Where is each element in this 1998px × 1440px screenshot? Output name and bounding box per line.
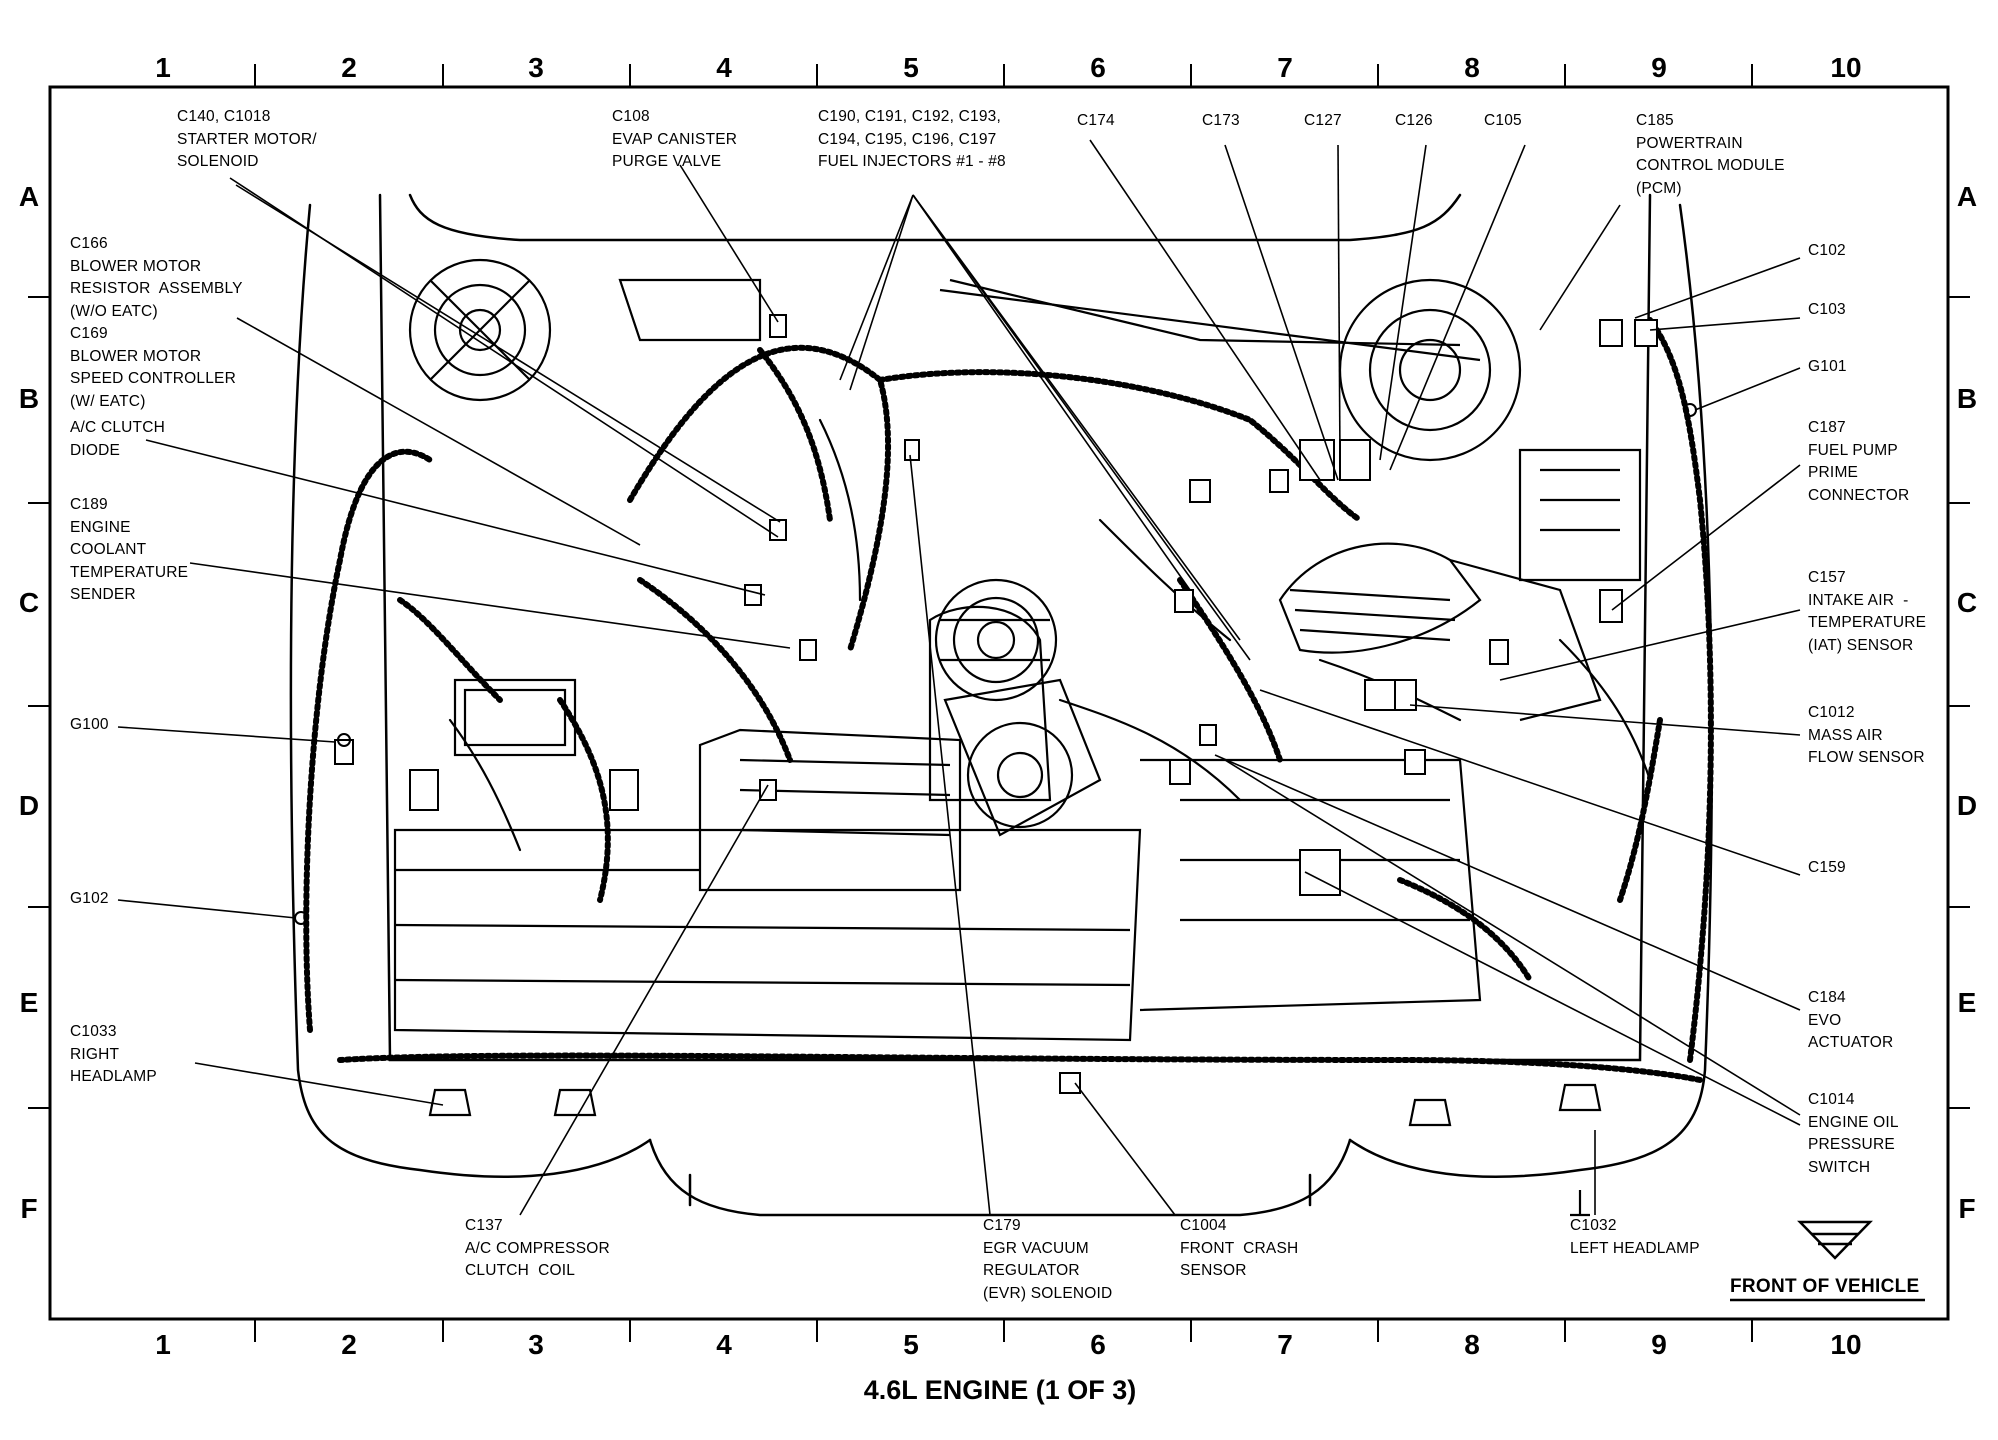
row-label-right: D [1956,790,1978,821]
row-label-right: E [1957,987,1977,1018]
col-label-top: 7 [1277,52,1293,83]
col-label-top: 5 [903,52,919,83]
col-label-bottom: 5 [903,1329,919,1360]
col-label-bottom: 7 [1277,1329,1293,1360]
front-of-vehicle-label: FRONT OF VEHICLE [1730,1276,1920,1297]
callout-c103: C103 [1808,301,1846,318]
callout-g100: G100 [70,716,109,733]
col-label-top: 8 [1464,52,1480,83]
callout-g102: G102 [70,890,109,907]
alternator [934,578,1058,702]
col-label-top: 3 [528,52,544,83]
col-label-top: 2 [341,52,357,83]
callout-c184-evo-actuator: C184 EVO ACTUATOR [1808,989,1894,1051]
col-label-bottom: 10 [1830,1329,1862,1360]
callout-c189-coolant-temp-sender: C189 ENGINE COOLANT TEMPERATURE SENDER [70,496,189,603]
callout-c187-fuel-pump-prime: C187 FUEL PUMP PRIME CONNECTOR [1808,419,1910,504]
grid-ticks [28,64,1970,1342]
col-label-top: 10 [1830,52,1862,83]
row-label-left: C [18,587,40,618]
col-label-bottom: 4 [716,1329,732,1360]
callout-c179-evr-solenoid: C179 EGR VACUUM REGULATOR (EVR) SOLENOID [983,1217,1113,1302]
callout-c174: C174 [1077,112,1115,129]
callout-c190-fuel-injectors: C190, C191, C192, C193, C194, C195, C196… [818,108,1006,170]
col-label-top: 6 [1090,52,1106,83]
page-title: 4.6L ENGINE (1 OF 3) [863,1375,1137,1405]
connectors [334,314,1658,1094]
callout-c159: C159 [1808,859,1846,876]
callout-c185-pcm: C185 POWERTRAIN CONTROL MODULE (PCM) [1636,112,1785,197]
ground-points [294,403,1697,925]
row-label-left: E [19,987,39,1018]
col-label-bottom: 6 [1090,1329,1106,1360]
callout-c140-starter-motor: C140, C1018 STARTER MOTOR/ SOLENOID [177,108,317,170]
battery [453,678,577,757]
callout-c137-ac-compressor: C137 A/C COMPRESSOR CLUTCH COIL [465,1217,610,1279]
col-label-bottom: 8 [1464,1329,1480,1360]
col-label-bottom: 9 [1651,1329,1667,1360]
callout-c173: C173 [1202,112,1240,129]
wiring-harness [303,317,1714,1083]
callout-c1012-maf-sensor: C1012 MASS AIR FLOW SENSOR [1808,704,1925,766]
callout-c1004-front-crash-sensor: C1004 FRONT CRASH SENSOR [1180,1217,1299,1279]
col-label-top: 9 [1651,52,1667,83]
row-label-right: B [1956,383,1978,414]
callout-c126: C126 [1395,112,1433,129]
vehicle-outline [289,193,1714,1217]
row-label-right: C [1956,587,1978,618]
leader-lines [117,139,1801,1216]
col-label-bottom: 1 [155,1329,171,1360]
front-arrow-icon [1797,1220,1873,1260]
callout-g101: G101 [1808,358,1847,375]
row-label-right: F [1958,1193,1976,1224]
blower-motor [408,258,552,402]
brake-booster [1338,278,1522,462]
col-label-top: 4 [716,52,732,83]
callout-ac-clutch-diode: A/C CLUTCH DIODE [70,419,166,459]
crank-pulley [943,678,1102,837]
air-intake-duct [1278,542,1602,722]
diagram-frame [48,85,1950,1321]
callout-c127: C127 [1304,112,1342,129]
callout-c157-iat-sensor: C157 INTAKE AIR - TEMPERATURE (IAT) SENS… [1808,569,1927,654]
callout-c166-blower-motor: C166 BLOWER MOTOR RESISTOR ASSEMBLY (W/O… [70,235,243,410]
col-label-bottom: 2 [341,1329,357,1360]
callout-c1014-oil-pressure-switch: C1014 ENGINE OIL PRESSURE SWITCH [1808,1091,1899,1176]
callout-c108-evap-purge-valve: C108 EVAP CANISTER PURGE VALVE [612,108,738,170]
callout-c1032-left-headlamp: C1032 LEFT HEADLAMP [1570,1217,1700,1257]
callout-c1033-right-headlamp: C1033 RIGHT HEADLAMP [70,1023,157,1085]
row-label-right: A [1956,181,1978,212]
row-label-left: F [20,1193,38,1224]
col-label-top: 1 [155,52,171,83]
callout-c102: C102 [1808,242,1846,259]
col-label-bottom: 3 [528,1329,544,1360]
row-label-left: B [18,383,40,414]
row-label-left: D [18,790,40,821]
row-label-left: A [18,181,40,212]
headlamps [428,1083,1602,1217]
callout-c105: C105 [1484,112,1522,129]
